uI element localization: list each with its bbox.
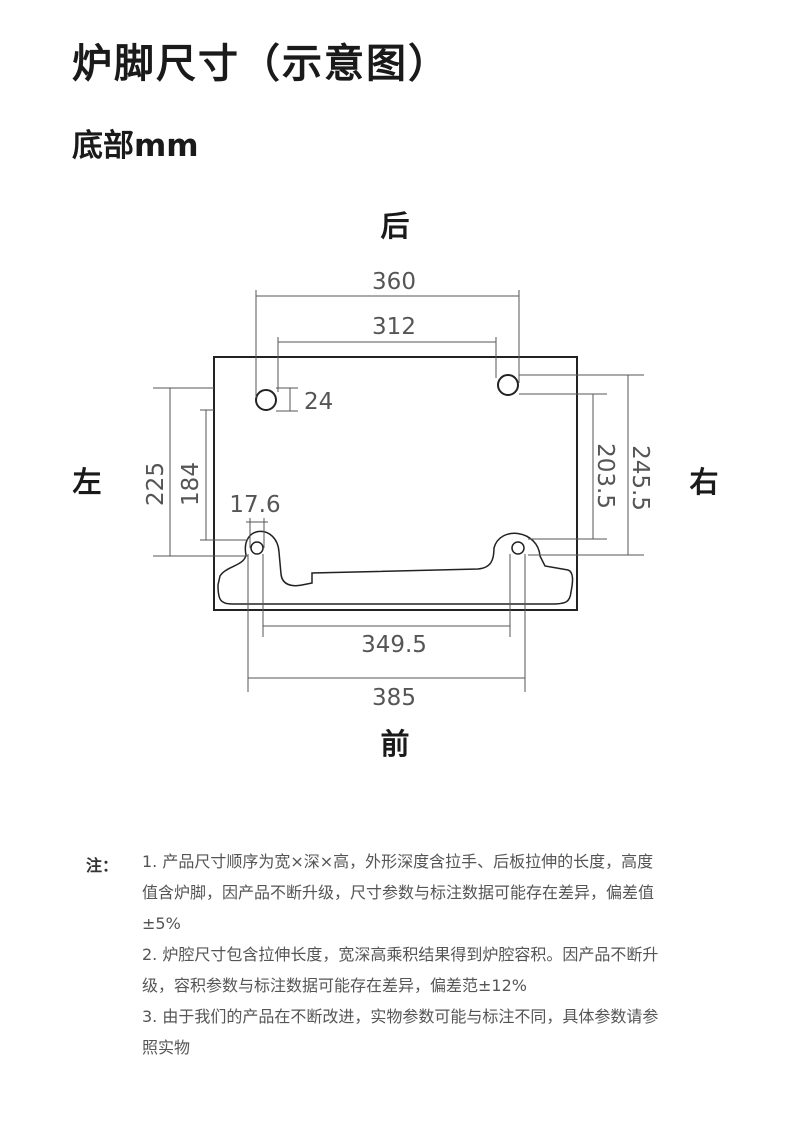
dim-line-hole — [276, 387, 298, 412]
side-label-back: 后 — [380, 209, 409, 243]
dim-right-outer-depth: 245.5 — [627, 445, 653, 511]
dim-line-top-outer — [255, 290, 520, 398]
dim-line-right-outer — [519, 374, 644, 556]
dim-line-front-foot — [246, 518, 268, 548]
dim-top-outer-width: 360 — [372, 269, 416, 295]
notes-label: 注： — [86, 856, 119, 875]
dim-front-foot-diameter: 17.6 — [229, 492, 280, 518]
side-label-right: 右 — [689, 465, 718, 499]
note-item: 1. 产品尺寸顺序为宽×深×高，外形深度含拉手、后板拉伸的长度，高度值含炉脚，因… — [142, 852, 655, 933]
front-foot-rail-shape — [217, 530, 574, 605]
front-right-foot-circle — [511, 541, 525, 555]
dim-left-inner-depth: 184 — [178, 462, 204, 506]
dim-bottom-inner-width: 349.5 — [361, 632, 427, 658]
dim-bottom-outer-width: 385 — [372, 685, 416, 711]
foot-dimension-diagram: 后 前 左 右 360 312 24 17.6 225 184 203. — [72, 209, 718, 761]
note-item: 2. 炉腔尺寸包含拉伸长度，宽深高乘积结果得到炉腔容积。因产品不断升级，容积参数… — [142, 945, 659, 995]
dim-right-inner-depth: 203.5 — [592, 443, 618, 509]
dim-line-left-inner — [200, 409, 248, 541]
side-label-front: 前 — [380, 727, 409, 761]
dim-line-top-inner — [277, 337, 497, 392]
dim-line-left-outer — [153, 387, 248, 557]
dim-top-inner-width: 312 — [372, 314, 416, 340]
oven-base-outline — [213, 356, 578, 611]
dim-line-bottom-inner — [262, 554, 511, 637]
dim-line-bottom-outer — [247, 554, 526, 692]
dim-hole-diameter: 24 — [304, 389, 333, 415]
front-left-foot-circle — [250, 541, 264, 555]
notes-list: 1. 产品尺寸顺序为宽×深×高，外形深度含拉手、后板拉伸的长度，高度值含炉脚，因… — [142, 846, 662, 1063]
side-label-left: 左 — [72, 465, 101, 499]
page-title: 炉脚尺寸（示意图） — [72, 41, 450, 87]
rear-left-foot-circle — [255, 389, 277, 411]
dim-line-right-inner — [519, 393, 607, 540]
rear-right-foot-circle — [497, 374, 519, 396]
note-item: 3. 由于我们的产品在不断改进，实物参数可能与标注不同，具体参数请参照实物 — [142, 1007, 659, 1057]
page-subtitle: 底部mm — [72, 128, 199, 164]
dim-left-outer-depth: 225 — [143, 462, 169, 506]
